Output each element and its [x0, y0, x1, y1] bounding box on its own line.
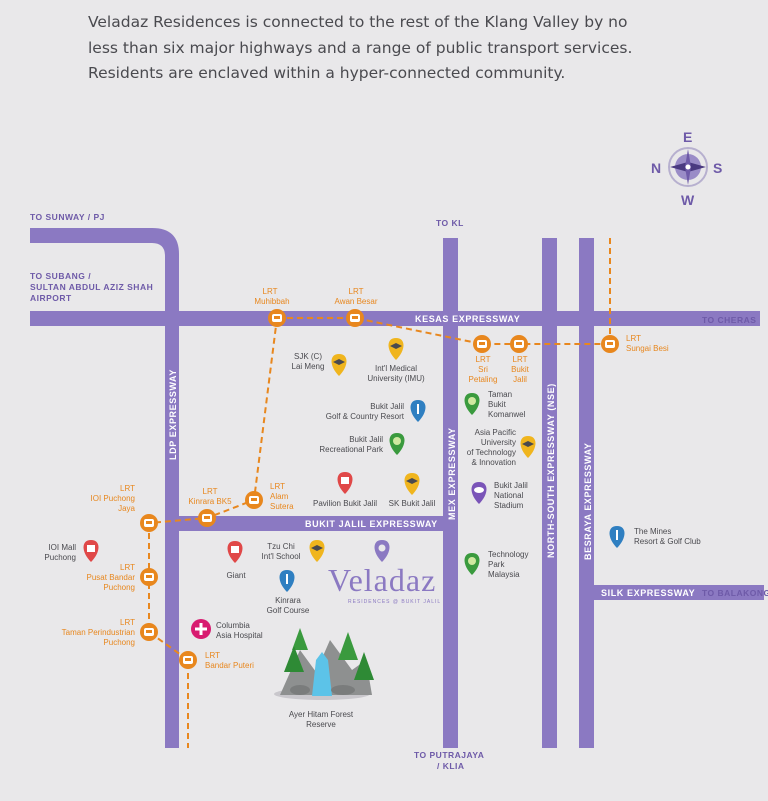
lrt-icon — [245, 491, 263, 509]
golf-icon — [279, 570, 295, 592]
poi-pins — [83, 338, 625, 639]
lrt-icon — [601, 335, 619, 353]
compass-rose: N E S W — [651, 129, 722, 208]
svg-text:Pavilion Bukit Jalil: Pavilion Bukit Jalil — [313, 499, 377, 508]
dir-subang-3: AIRPORT — [30, 293, 72, 303]
svg-text:SJK (C)Lai Meng: SJK (C)Lai Meng — [292, 352, 325, 371]
dir-sunway: TO SUNWAY / PJ — [30, 212, 105, 222]
shopping-icon — [227, 541, 243, 563]
road-network — [30, 228, 764, 748]
dir-subang-1: TO SUBANG / — [30, 271, 91, 281]
lrt-icon — [179, 651, 197, 669]
silk-road — [594, 585, 764, 600]
shopping-icon — [337, 472, 353, 494]
hospital-icon — [191, 619, 211, 639]
compass-s: S — [713, 160, 722, 176]
lrt-icon — [473, 335, 491, 353]
svg-text:Giant: Giant — [226, 571, 246, 580]
brand-tagline: RESIDENCES @ BUKIT JALIL — [348, 599, 441, 605]
dir-subang-2: SULTAN ABDUL AZIZ SHAH — [30, 282, 153, 292]
besraya-label: BESRAYA EXPRESSWAY — [583, 442, 593, 560]
veladaz-logo: Veladaz RESIDENCES @ BUKIT JALIL — [328, 562, 441, 605]
dir-cheras: TO CHERAS — [702, 315, 756, 325]
mex-label: MEX EXPRESSWAY — [447, 427, 457, 520]
park-icon — [389, 433, 405, 455]
compass-n: N — [651, 160, 661, 176]
compass-w: W — [681, 192, 695, 208]
forest-illustration — [274, 628, 374, 700]
golf-icon — [609, 526, 625, 548]
school-icon — [404, 473, 420, 495]
lrt-stations — [140, 309, 619, 669]
dir-putrajaya-1: TO PUTRAJAYA — [414, 750, 484, 760]
sunway-road — [30, 228, 179, 748]
school-icon — [520, 436, 536, 458]
park-icon — [464, 553, 480, 575]
shopping-icon — [83, 540, 99, 562]
silk-label: SILK EXPRESSWAY — [601, 588, 695, 598]
svg-text:SK Bukit Jalil: SK Bukit Jalil — [389, 499, 436, 508]
school-icon — [309, 540, 325, 562]
dir-putrajaya-2: / KLIA — [437, 761, 465, 771]
lrt-icon — [346, 309, 364, 327]
lrt-icon — [510, 335, 528, 353]
nse-label: NORTH-SOUTH EXPRESSWAY (NSE) — [546, 383, 556, 558]
lrt-icon — [198, 509, 216, 527]
kesas-label: KESAS EXPRESSWAY — [415, 314, 520, 324]
golf-icon — [410, 400, 426, 422]
lrt-icon — [268, 309, 286, 327]
park-icon — [464, 393, 480, 415]
lrt-icon — [140, 568, 158, 586]
bukit-jalil-road — [165, 516, 445, 531]
dir-kl: TO KL — [436, 218, 464, 228]
school-icon — [331, 354, 347, 376]
location-pin-icon — [374, 540, 390, 562]
ldp-label: LDP EXPRESSWAY — [168, 369, 178, 460]
stadium-icon — [471, 482, 487, 504]
lrt-icon — [140, 623, 158, 641]
intro-text: Veladaz Residences is connected to the r… — [88, 13, 633, 82]
kesas-road — [30, 311, 760, 326]
brand-name: Veladaz — [328, 562, 436, 598]
mex-road — [443, 238, 458, 748]
besraya-road — [579, 238, 594, 748]
lrt-icon — [140, 514, 158, 532]
nse-road — [542, 238, 557, 748]
dir-balakong: TO BALAKONG — [702, 588, 768, 598]
compass-e: E — [683, 129, 692, 145]
school-icon — [388, 338, 404, 360]
bukit-jalil-label: BUKIT JALIL EXPRESSWAY — [305, 519, 438, 529]
